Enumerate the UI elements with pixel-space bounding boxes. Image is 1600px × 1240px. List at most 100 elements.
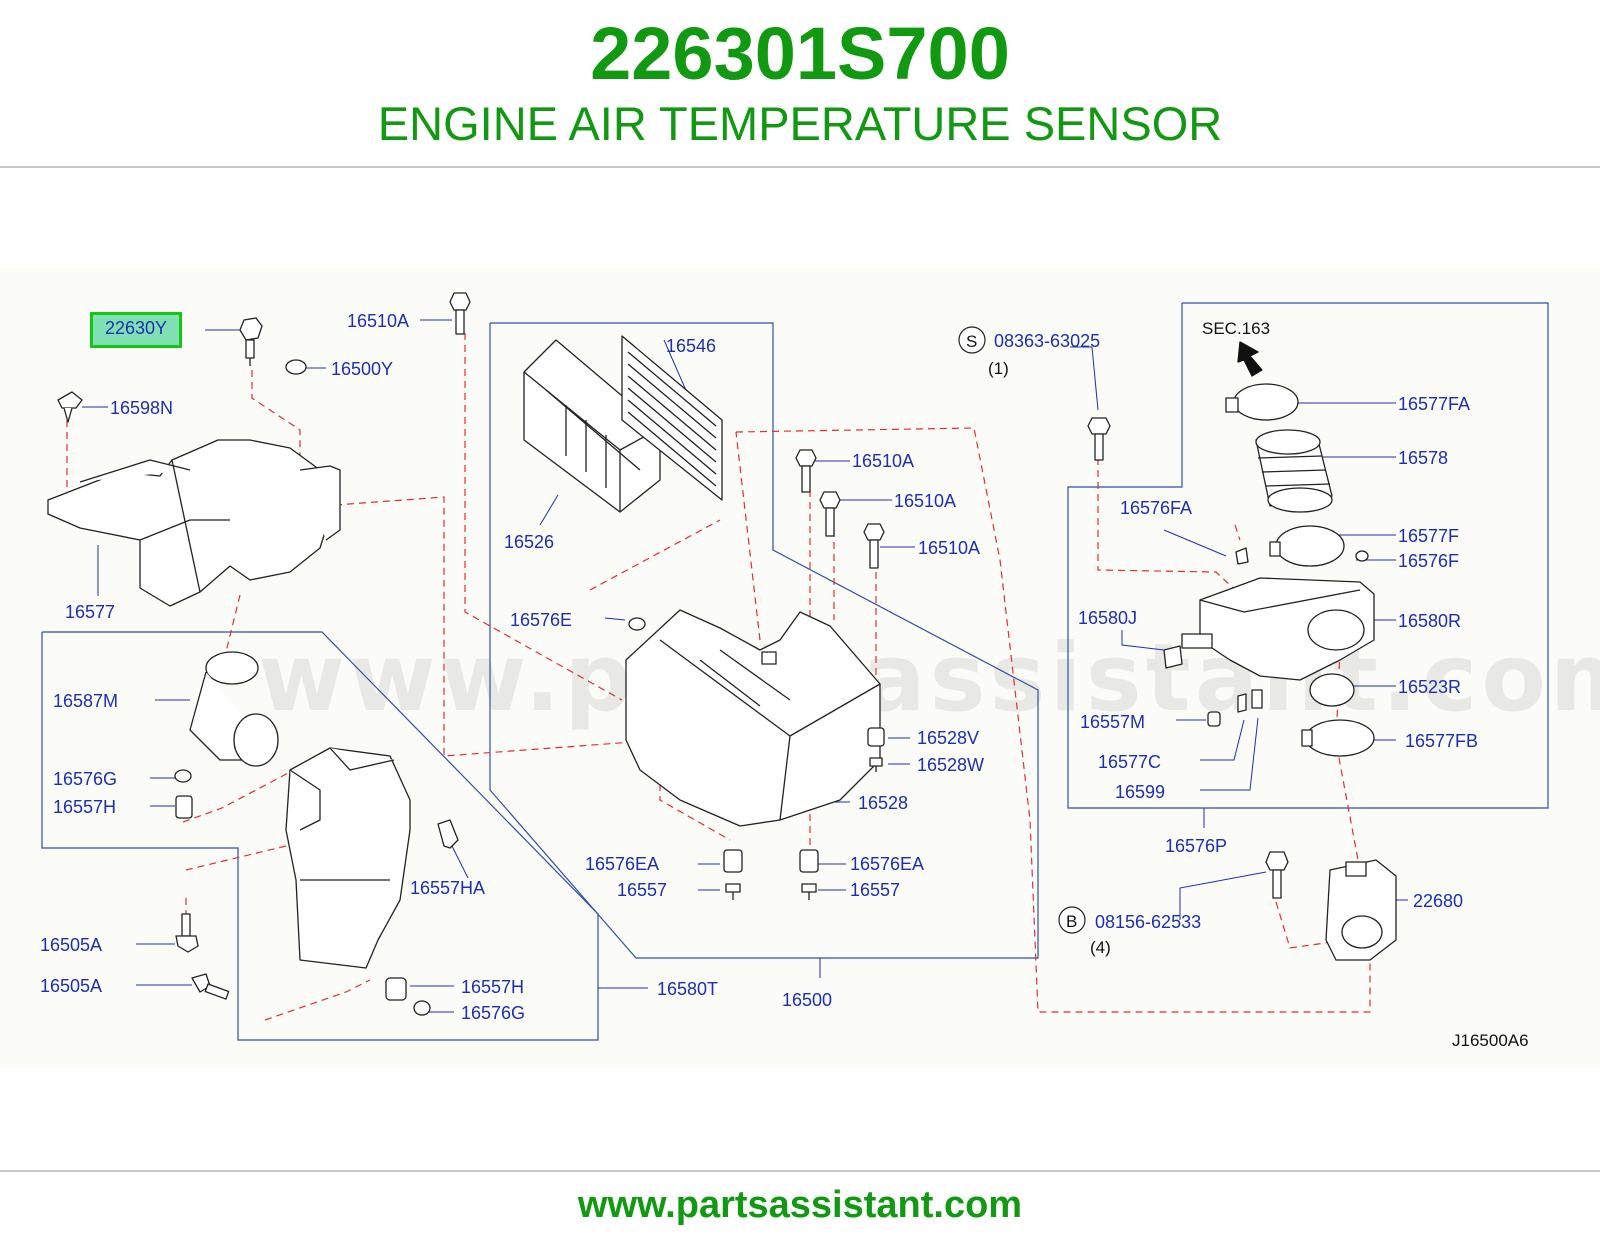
air-filter-element-icon [621,335,723,501]
gasket-icon [1309,673,1355,707]
rubber-mount-icon [799,849,819,873]
group-box-16576P [1067,302,1549,809]
clip-icon [57,391,83,423]
callout-label[interactable]: 16576E [510,610,572,630]
rubber-mount-icon [723,849,743,873]
callout-label[interactable]: 16587M [53,691,118,711]
stud-icon [801,883,817,900]
callout-label[interactable]: 16505A [40,976,102,996]
bolt-quantity: (4) [1090,938,1111,957]
rubber-mount-icon [175,795,193,819]
hose-clamp-icon [1301,719,1375,757]
grommet-icon [628,617,646,631]
callout-label[interactable]: 16528 [858,793,908,813]
callout-label[interactable]: 16557H [53,797,116,817]
part-number-title: 226301S700 [590,12,1010,95]
callout-label[interactable]: 16557H [461,977,524,997]
section-arrow-icon [1237,341,1263,377]
clip-icon [1251,689,1263,709]
grommet-icon [413,1000,431,1016]
screw-symbol-badge [958,326,986,354]
bolt-icon [795,449,817,493]
callout-label[interactable]: 16576FA [1120,498,1192,518]
clip-icon [1235,547,1249,565]
callout-label[interactable]: 16577F [1398,526,1459,546]
callout-label[interactable]: 16523R [1398,677,1461,697]
callout-label[interactable]: 16580J [1078,608,1137,628]
callout-label[interactable]: 16557HA [410,878,485,898]
bracket-icon [1163,645,1183,669]
callout-label[interactable]: 16557 [617,880,667,900]
grommet-icon [174,769,192,783]
callout-label[interactable]: 16576G [461,1003,525,1023]
diagram-code: J16500A6 [1452,1031,1529,1050]
callout-label[interactable]: 16576P [1165,836,1227,856]
group-box-16580T [41,631,599,1041]
callout-label[interactable]: 16577 [65,602,115,622]
throttle-body-icon [1325,859,1397,961]
bolt-symbol: B [1066,912,1077,931]
header-divider [0,166,1600,168]
callout-label[interactable]: 22680 [1413,891,1463,911]
callout-label[interactable]: 16546 [666,336,716,356]
callout-label[interactable]: 16576F [1398,551,1459,571]
callout-label[interactable]: 16526 [504,532,554,552]
callout-label[interactable]: 16576EA [585,854,659,874]
rubber-mount-icon [867,727,885,747]
clip-icon [1237,693,1247,713]
callout-label[interactable]: 16557 [850,880,900,900]
callout-label[interactable]: 16580R [1398,611,1461,631]
bolt-icon [1265,851,1289,899]
bolt-icon [863,523,885,569]
callout-label[interactable]: 16510A [347,311,409,331]
group-box-16500 [489,322,1039,959]
callout-label[interactable]: 16577FB [1405,731,1478,751]
callout-label[interactable]: 16577C [1098,752,1161,772]
highlighted-part-callout[interactable]: 22630Y [90,312,182,348]
airflow-housing-icon [1181,577,1375,681]
watermark-text: www.partsassistant.com [258,624,1600,733]
hose-clamp-icon [1225,383,1299,421]
air-cleaner-case-icon [625,609,881,827]
callout-label[interactable]: 16599 [1115,782,1165,802]
bolt-symbol-badge [1058,906,1086,934]
bolt-icon [819,491,841,537]
highlighted-part-label: 22630Y [104,318,168,338]
stud-icon [869,757,883,772]
screw-part-number[interactable]: 08363-63025 [994,331,1100,351]
stud-icon [437,819,459,849]
footer-website-link[interactable]: www.partsassistant.com [577,1184,1023,1226]
callout-label[interactable]: 16510A [894,491,956,511]
screw-icon [1087,417,1111,461]
callout-label[interactable]: 16500 [782,990,832,1010]
bolt-icon [175,913,199,953]
callout-label[interactable]: 16580T [657,979,718,999]
callout-label[interactable]: 16528V [917,728,979,748]
callout-label[interactable]: 16577FA [1398,394,1470,414]
duct-elbow-icon [189,651,279,767]
bolt-part-number[interactable]: 08156-62533 [1095,912,1201,932]
callout-label[interactable]: 16557M [1080,712,1145,732]
bolt-icon [191,973,230,1000]
bolt-icon [449,292,471,335]
callout-label[interactable]: 16505A [40,935,102,955]
callout-label[interactable]: 16510A [852,451,914,471]
page-header: 226301S700 ENGINE AIR TEMPERATURE SENSOR [0,0,1600,168]
section-reference[interactable]: SEC.163 [1202,319,1270,338]
air-intake-duct-icon [47,439,341,607]
grommet-icon [285,359,307,375]
bellows-hose-icon [1255,429,1333,513]
air-temp-sensor-icon [239,317,263,366]
hose-clamp-icon [1269,525,1345,567]
callout-label[interactable]: 16500Y [331,359,393,379]
callout-label[interactable]: 16510A [918,538,980,558]
callout-label[interactable]: 16578 [1398,448,1448,468]
screw-quantity: (1) [988,359,1009,378]
callout-label[interactable]: 16528W [917,755,984,775]
callout-label[interactable]: 16576EA [850,854,924,874]
callout-label[interactable]: 16576G [53,769,117,789]
grommet-icon [1355,550,1369,562]
callout-label[interactable]: 16598N [110,398,173,418]
footer-divider [0,1170,1600,1172]
